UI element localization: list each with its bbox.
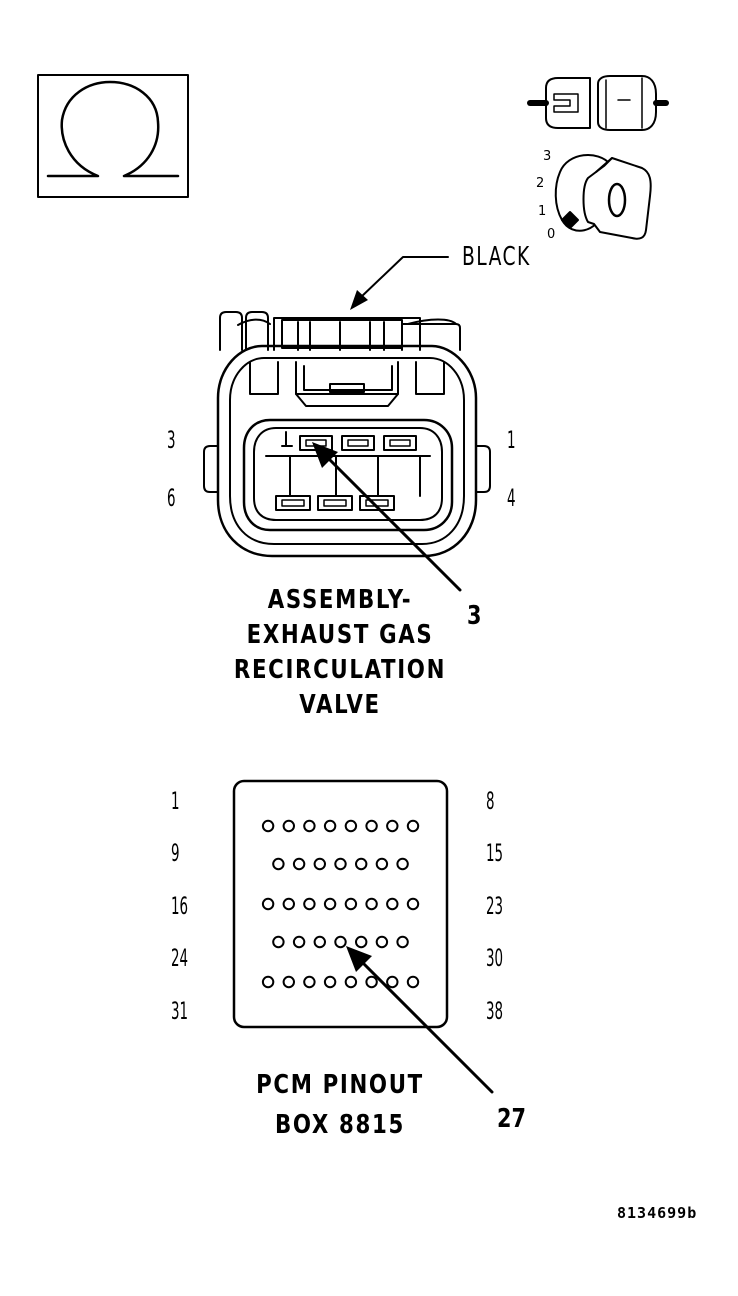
pcm-pin-hole-12	[334, 857, 347, 871]
pcm-pin-hole-17	[282, 897, 295, 911]
pcm-right-label-row-1: 8	[486, 787, 495, 815]
pcm-pin-hole-13	[355, 857, 368, 871]
pcm-right-label-row-2: 15	[486, 839, 504, 867]
pcm-pin-hole-35	[344, 975, 358, 989]
pcm-pin-hole-36	[365, 975, 378, 989]
egr-pin-label-bottom-left: 6	[167, 484, 176, 512]
egr-pin-callout-arrow	[312, 442, 462, 592]
pcm-pin-hole-16	[261, 897, 275, 911]
egr-pin-label-bottom-right: 4	[507, 484, 516, 512]
pcm-pin-hole-22	[386, 897, 399, 911]
pcm-pin-hole-15	[396, 857, 409, 871]
pcm-pin-holes	[261, 819, 420, 989]
pcm-pin-hole-14	[375, 857, 389, 871]
pcm-pin-hole-24	[272, 935, 285, 949]
pcm-pin-hole-33	[303, 975, 316, 989]
pcm-pin-hole-29	[375, 935, 389, 949]
egr-valve-connector	[203, 311, 491, 558]
pcm-left-label-row-3: 16	[171, 892, 189, 920]
pcm-pin-callout-arrow	[346, 946, 494, 1094]
pcm-pin-hole-38	[406, 975, 420, 989]
pcm-pin-hole-9	[272, 857, 285, 871]
pcm-pinout-box	[232, 779, 449, 1029]
figure-id: 8134699b	[617, 1204, 698, 1222]
pcm-pin-hole-18	[303, 897, 316, 911]
egr-title-line-4: VALVE	[299, 690, 381, 720]
pcm-pin-hole-1	[261, 819, 275, 833]
egr-callout-number: 3	[467, 601, 482, 631]
egr-pin-label-top-right: 1	[507, 426, 516, 454]
pcm-pin-hole-30	[396, 935, 409, 949]
key-position-1: 1	[538, 204, 547, 219]
pcm-right-label-row-4: 30	[486, 944, 504, 972]
pcm-left-label-row-4: 24	[171, 944, 189, 972]
key-position-3: 3	[543, 149, 552, 164]
pcm-title-line-2: BOX 8815	[275, 1110, 405, 1140]
pcm-pin-hole-4	[323, 819, 337, 833]
egr-title-line-2: EXHAUST GAS	[246, 620, 434, 650]
pcm-pin-hole-8	[406, 819, 420, 833]
ohmmeter-icon	[37, 74, 189, 198]
pcm-callout-number: 27	[497, 1104, 526, 1134]
egr-title-line-3: RECIRCULATION	[233, 655, 447, 685]
pcm-pin-hole-10	[292, 857, 306, 871]
connector-color-label: BLACK	[462, 242, 531, 272]
pcm-pin-hole-2	[282, 819, 295, 833]
key-position-2: 2	[536, 176, 545, 191]
pcm-pin-hole-27	[334, 935, 347, 949]
pcm-pin-hole-32	[282, 975, 295, 989]
pcm-pin-hole-37	[386, 975, 399, 989]
egr-pin-label-top-left: 3	[167, 426, 176, 454]
ignition-key-icon	[554, 153, 652, 240]
pcm-pin-hole-31	[261, 975, 275, 989]
pcm-right-label-row-5: 38	[486, 997, 504, 1025]
pcm-pin-hole-7	[386, 819, 399, 833]
color-label-leader	[350, 256, 449, 310]
pcm-pin-hole-3	[303, 819, 316, 833]
pcm-pin-hole-5	[344, 819, 358, 833]
pcm-pin-hole-28	[355, 935, 368, 949]
pcm-right-label-row-3: 23	[486, 892, 504, 920]
pcm-pin-hole-11	[313, 857, 326, 871]
key-position-0: 0	[547, 227, 556, 242]
pcm-pin-hole-23	[406, 897, 420, 911]
pcm-pin-hole-25	[292, 935, 306, 949]
egr-title-line-1: ASSEMBLY-	[267, 585, 413, 615]
pcm-left-label-row-5: 31	[171, 997, 189, 1025]
pcm-pin-hole-26	[313, 935, 326, 949]
unplugged-connector-icon	[527, 75, 669, 131]
pcm-pin-hole-20	[344, 897, 358, 911]
pcm-title-line-1: PCM PINOUT	[256, 1070, 424, 1100]
pcm-left-label-row-1: 1	[171, 787, 180, 815]
pcm-pin-hole-6	[365, 819, 378, 833]
pcm-pin-hole-19	[323, 897, 337, 911]
pcm-pin-hole-21	[365, 897, 378, 911]
pcm-pin-hole-34	[323, 975, 337, 989]
pcm-left-label-row-2: 9	[171, 839, 180, 867]
